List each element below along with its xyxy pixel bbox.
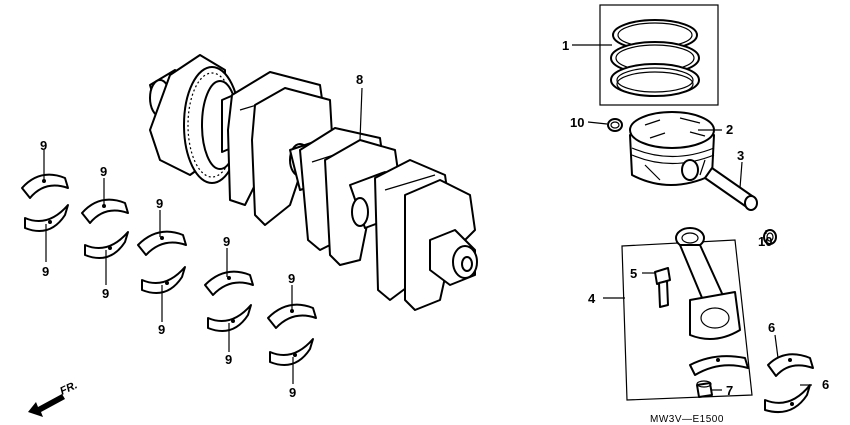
main-bearing-pair-4[interactable] [204,270,254,332]
callout-9: 9 [40,138,47,153]
callout-9: 9 [156,196,163,211]
callout-7: 7 [726,383,733,398]
callouts: 1 2 3 4 5 6 6 7 8 10 10 9 9 9 9 9 9 9 9 … [40,38,829,400]
main-bearing-pair-2[interactable] [81,198,129,259]
callout-10-upper: 10 [570,115,584,130]
callout-8: 8 [356,72,363,87]
callout-9: 9 [289,385,296,400]
callout-9: 9 [288,271,295,286]
drawing-code: MW3V—E1500 [650,414,724,425]
callout-9: 9 [225,352,232,367]
callout-9: 9 [100,164,107,179]
callout-9: 9 [42,264,49,279]
arrow-front-icon [28,394,65,417]
main-bearing-pair-1[interactable] [21,173,69,232]
connecting-rod-bearing[interactable] [764,353,814,414]
callout-6-upper: 6 [768,320,775,335]
connecting-rod-assembly[interactable] [621,227,753,401]
crankshaft[interactable] [149,54,478,311]
callout-6-lower: 6 [822,377,829,392]
callout-3: 3 [737,148,744,163]
callout-10-lower: 10 [758,234,772,249]
callout-4: 4 [588,291,596,306]
callout-9: 9 [158,322,165,337]
piston-pin[interactable] [704,167,758,211]
piston-pin-clip-upper[interactable] [607,118,623,132]
direction-label: FR. [58,379,79,397]
leader-lines [43,44,812,391]
callout-9: 9 [102,286,109,301]
piston[interactable] [629,111,715,186]
callout-9: 9 [223,234,230,249]
callout-1: 1 [562,38,569,53]
front-direction-indicator: FR. [28,379,79,417]
main-bearing-pair-3[interactable] [137,230,187,294]
callout-5: 5 [630,266,637,281]
main-bearings [21,173,317,366]
main-bearing-pair-5[interactable] [267,303,317,366]
callout-2: 2 [726,122,733,137]
piston-pin-clip-lower[interactable] [763,229,777,245]
piston-rings[interactable] [599,4,719,106]
